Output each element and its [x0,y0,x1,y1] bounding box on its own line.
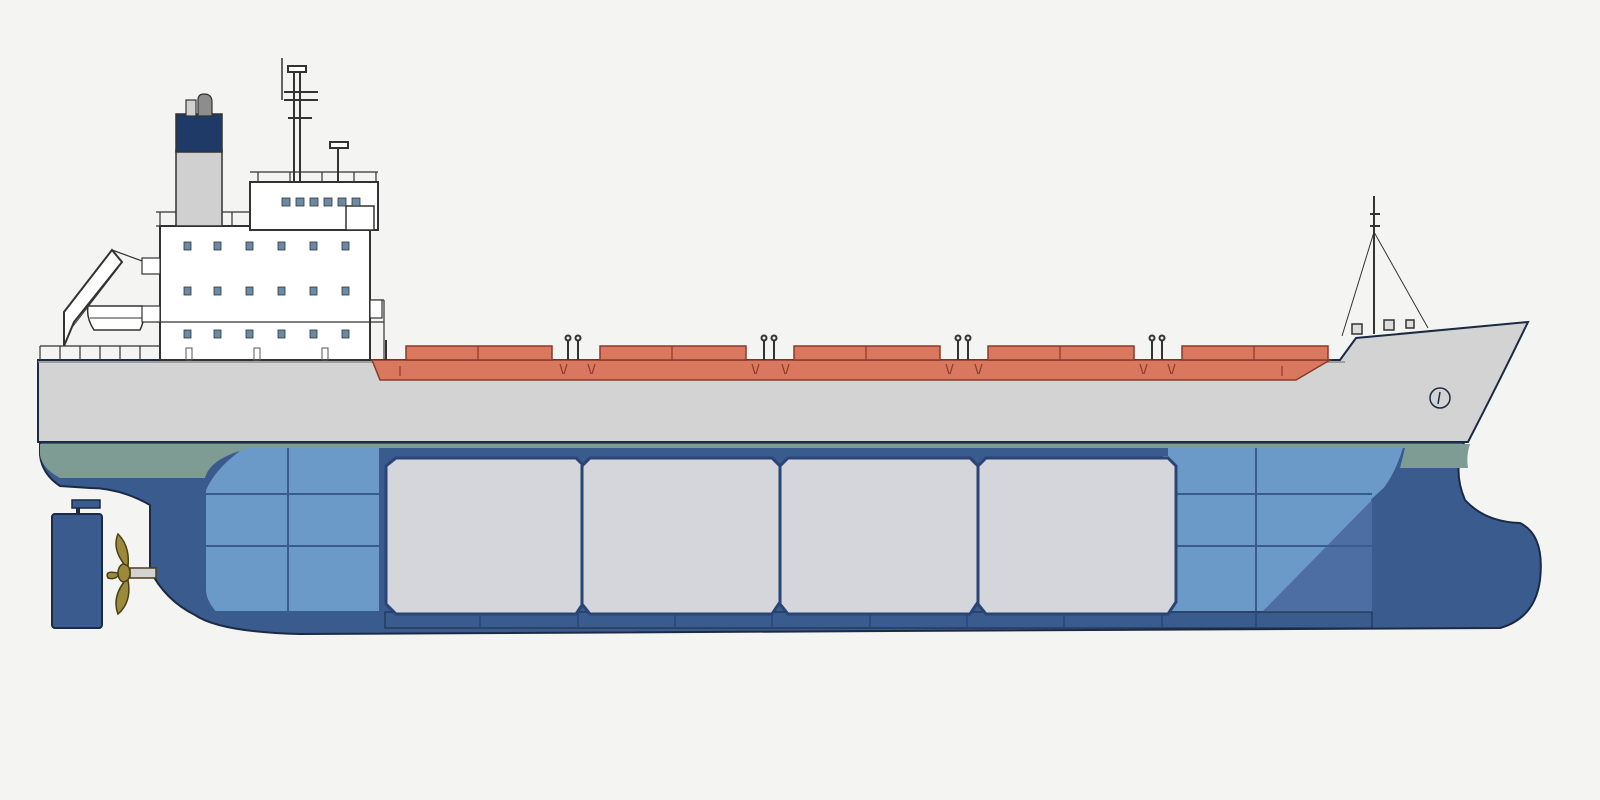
hatch-hinges [399,346,1283,376]
lifeboat-icon [86,305,145,331]
deck-vents [385,334,1166,360]
cargo-hold-2 [580,456,782,616]
bridge-door [369,299,383,319]
hatch-cover-2 [599,345,747,361]
aft-ballast-tank [204,443,381,613]
anchor-icon [1429,387,1451,409]
bridge-wing [345,205,375,231]
stair-block-lower [141,305,161,323]
cargo-holds [384,456,1178,616]
hatch-cover-3 [793,345,941,361]
forecastle-fittings [1351,319,1415,335]
funnel-icon [175,93,223,227]
cargo-hold-4 [976,456,1178,616]
anchor-mark [1437,391,1441,405]
rudder-icon [51,499,103,629]
radar-mast [281,58,349,182]
hatch-cover-4 [987,345,1135,361]
upper-hull [37,320,1530,443]
stair-block [141,257,161,275]
hatch-coaming [370,359,1333,381]
hatch-cover-5 [1181,345,1329,361]
mast-icon [1341,196,1429,337]
boot-stripe [40,444,1470,478]
cargo-hold-1 [384,456,586,616]
fore-peak-shading [1262,500,1372,612]
hatch-covers [405,345,1329,361]
superstructure-main [159,225,371,361]
superstructure-windows [183,197,361,339]
cargo-hold-3 [778,456,980,616]
hatch-cover-1 [405,345,553,361]
propeller-icon [106,532,157,616]
superstructure-doors [185,347,329,361]
